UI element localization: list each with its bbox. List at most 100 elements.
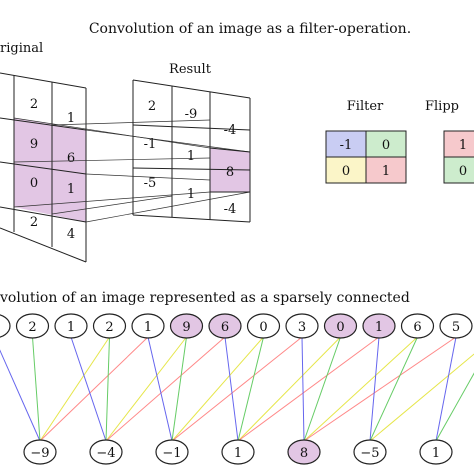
output-node-circle [89, 439, 123, 465]
input-node-circle [92, 313, 127, 339]
input-node-value: 9 [182, 320, 190, 335]
input-node-circle [15, 313, 50, 339]
filter-cell-bg [365, 156, 407, 184]
result-cell: -4 [224, 123, 237, 138]
network-edge [105, 336, 187, 442]
network-edge [303, 336, 418, 442]
input-node-circle [169, 313, 204, 339]
network-edge [224, 336, 239, 442]
original-grid-line [0, 227, 87, 263]
network-edge [171, 336, 303, 442]
flipped-filter-cell: 0 [459, 164, 467, 179]
filter-grid: -1 0 0 1 [325, 130, 407, 184]
result-cell: 1 [187, 187, 195, 202]
filter-label: Filter [347, 99, 384, 114]
network-edge [435, 372, 474, 442]
result-label: Result [169, 62, 212, 77]
output-node-value: −9 [30, 446, 49, 461]
input-node-value: 0 [259, 320, 267, 335]
output-node-circle [221, 439, 255, 465]
original-highlight [14, 118, 86, 222]
top-title: Convolution of an image as a filter-oper… [89, 21, 411, 37]
network-edge [237, 336, 380, 442]
input-node-circle [54, 313, 88, 339]
output-node-value: −1 [162, 446, 181, 461]
network-edge [237, 336, 264, 442]
input-node-value: 6 [221, 320, 229, 335]
input-node-circle [439, 313, 473, 339]
network-edge [301, 336, 305, 442]
network-edge [39, 336, 149, 442]
network-edge [369, 336, 380, 442]
result-cell: 1 [187, 149, 195, 164]
input-node-circle [400, 313, 435, 339]
flipped-filter-cell: 1 [459, 138, 467, 153]
input-node-value: 2 [28, 320, 36, 335]
network-edge [32, 336, 41, 442]
network-edge [303, 336, 341, 442]
network-edge [435, 336, 457, 442]
filter-cell: -1 [340, 138, 353, 153]
input-node-circle [131, 313, 165, 339]
network-edge [171, 336, 187, 442]
network-edge [369, 353, 474, 442]
input-node-circle [323, 313, 358, 339]
filter-cell-bg [325, 130, 367, 158]
original-label: riginal [0, 41, 43, 56]
bottom-title: volution of an image represented as a sp… [0, 290, 410, 306]
output-node-value: −4 [96, 446, 115, 461]
input-node-circle [246, 313, 281, 339]
network-edge [237, 336, 341, 442]
flipped-filter-label: Flipp [425, 99, 459, 114]
output-node-value: 8 [300, 446, 308, 461]
input-node-circle [208, 313, 242, 339]
original-cell: 2 [30, 97, 38, 112]
input-node-circle [285, 313, 319, 339]
filter-cell: 0 [342, 164, 350, 179]
network-edge [105, 336, 226, 442]
output-node-value: 1 [432, 446, 440, 461]
output-node-circle [155, 439, 189, 465]
input-node-value: 1 [67, 320, 75, 335]
network-edge [171, 336, 264, 442]
output-node-circle [23, 439, 57, 465]
filter-cell-bg [325, 156, 367, 184]
output-node-circle [353, 439, 387, 465]
flipped-filter-grid: 1 0 [443, 130, 474, 184]
original-cell: 1 [67, 111, 75, 126]
input-node-circle [362, 313, 396, 339]
filter-cell-bg [365, 130, 407, 158]
original-cell: 6 [67, 151, 75, 166]
result-cell: -9 [185, 107, 198, 122]
output-node-circle [419, 439, 453, 465]
original-cell: 9 [30, 137, 38, 152]
original-grid-line [0, 72, 87, 89]
network-edge [39, 336, 110, 442]
input-node-value: 1 [144, 320, 152, 335]
result-cell: -4 [224, 202, 237, 217]
original-cell: 1 [67, 182, 75, 197]
output-node-value: 1 [234, 446, 242, 461]
input-node-value: 5 [452, 320, 460, 335]
network-edge [147, 336, 173, 442]
result-cell: -1 [144, 137, 157, 152]
output-node-value: −5 [360, 446, 379, 461]
input-node-value: 1 [375, 320, 383, 335]
filter-cell: 1 [382, 164, 390, 179]
original-cell: 0 [30, 176, 38, 191]
network-edge [105, 336, 110, 442]
input-node-value: 3 [298, 320, 306, 335]
filter-cell: 0 [382, 138, 390, 153]
output-node-circle [287, 439, 321, 465]
result-cell: -5 [144, 176, 157, 191]
network-edge [0, 349, 41, 442]
network-edge [70, 336, 107, 442]
result-image-grid: 2 -9 -4 -1 1 8 -5 1 -4 [132, 79, 251, 223]
network-edges [0, 336, 474, 442]
result-cell: 2 [148, 99, 156, 114]
projection-lines [13, 117, 251, 223]
input-node-value: 2 [105, 320, 113, 335]
original-image-grid: 2 1 9 6 0 1 2 4 [0, 72, 87, 263]
